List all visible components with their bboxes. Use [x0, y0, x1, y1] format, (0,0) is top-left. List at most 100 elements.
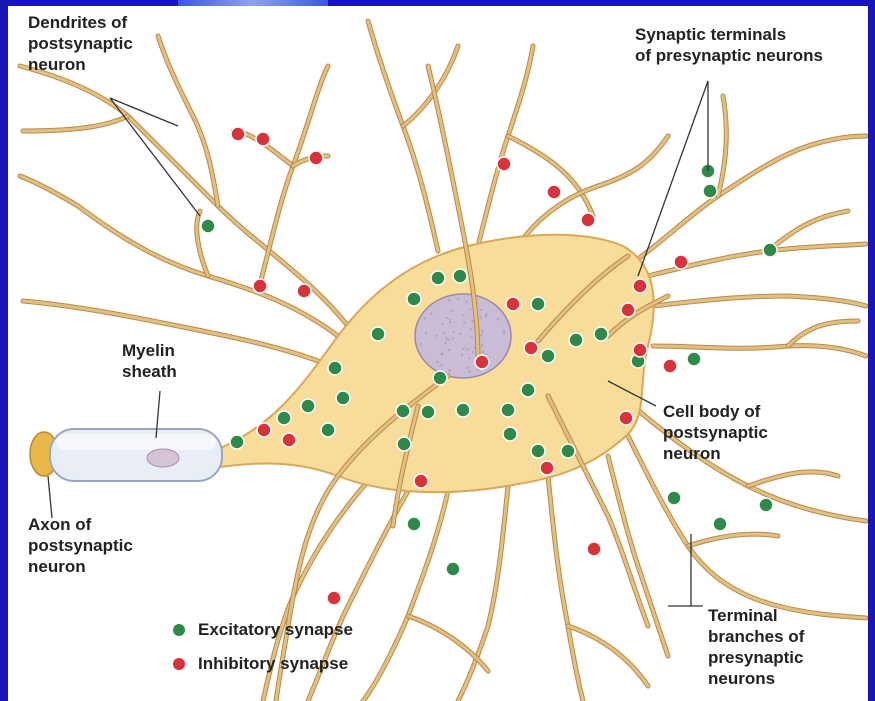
excitatory-synapse: [201, 219, 215, 233]
chromatin-speck: [479, 316, 481, 318]
excitatory-synapse: [561, 444, 575, 458]
chromatin-speck: [470, 336, 472, 338]
chromatin-speck: [466, 300, 468, 302]
excitatory-synapse: [531, 297, 545, 311]
chromatin-speck: [445, 317, 447, 319]
chromatin-speck: [457, 298, 459, 300]
chromatin-speck: [469, 308, 471, 310]
chromatin-speck: [503, 332, 505, 334]
inhibitory-synapse: [633, 343, 647, 357]
chromatin-speck: [459, 333, 461, 335]
diagram-panel: Dendrites of postsynaptic neuron Synapti…: [8, 6, 868, 701]
inhibitory-synapse: [253, 279, 267, 293]
excitatory-synapse: [594, 327, 608, 341]
dendrite-branch: [363, 491, 448, 701]
myelin-sheath-shape: [30, 429, 222, 481]
excitatory-dot-icon: [173, 624, 185, 636]
excitatory-synapse: [321, 423, 335, 437]
chromatin-speck: [471, 320, 473, 322]
legend-inhibitory-label: Inhibitory synapse: [198, 654, 348, 674]
dendrite-branch: [653, 296, 866, 306]
inhibitory-synapse: [497, 157, 511, 171]
chromatin-speck: [480, 309, 482, 311]
excitatory-synapse: [569, 333, 583, 347]
inhibitory-synapse: [297, 284, 311, 298]
dendrite-branch: [608, 456, 668, 656]
inhibitory-synapse: [506, 297, 520, 311]
chromatin-speck: [462, 348, 464, 350]
chromatin-speck: [463, 321, 465, 323]
excitatory-synapse: [336, 391, 350, 405]
dendrite-branch: [653, 346, 866, 356]
inhibitory-synapse: [540, 461, 554, 475]
excitatory-synapse: [371, 327, 385, 341]
chromatin-speck: [467, 366, 469, 368]
chromatin-speck: [466, 348, 468, 350]
inhibitory-synapse: [475, 355, 489, 369]
excitatory-synapse: [230, 435, 244, 449]
excitatory-synapse: [667, 491, 681, 505]
label-cell-body: Cell body of postsynaptic neuron: [663, 401, 768, 464]
chromatin-speck: [424, 317, 426, 319]
dendrite-branch: [368, 21, 438, 251]
excitatory-synapse: [453, 269, 467, 283]
inhibitory-synapse: [674, 255, 688, 269]
inhibitory-synapse: [581, 213, 595, 227]
excitatory-synapse: [541, 349, 555, 363]
chromatin-speck: [480, 334, 482, 336]
inhibitory-synapse: [327, 591, 341, 605]
chromatin-speck: [440, 364, 442, 366]
dendrite-branch: [20, 176, 338, 336]
chromatin-speck: [449, 318, 451, 320]
chromatin-speck: [448, 299, 450, 301]
inhibitory-synapse: [414, 474, 428, 488]
label-dendrites-postsynaptic: Dendrites of postsynaptic neuron: [28, 12, 133, 75]
excitatory-synapse: [407, 292, 421, 306]
excitatory-synapse: [421, 405, 435, 419]
label-synaptic-terminals: Synaptic terminals of presynaptic neuron…: [635, 24, 823, 66]
inhibitory-synapse: [282, 433, 296, 447]
excitatory-synapse: [446, 562, 460, 576]
inhibitory-synapse: [547, 185, 561, 199]
excitatory-synapse: [456, 403, 470, 417]
excitatory-synapse: [277, 411, 291, 425]
chromatin-speck: [497, 318, 499, 320]
legend-inhibitory: Inhibitory synapse: [173, 654, 348, 674]
inhibitory-synapse: [587, 542, 601, 556]
chromatin-speck: [440, 353, 442, 355]
excitatory-synapse: [713, 517, 727, 531]
dendrite-branch: [748, 472, 838, 486]
chromatin-speck: [462, 314, 464, 316]
dendrite-branch: [548, 476, 583, 701]
chromatin-speck: [472, 351, 474, 353]
chromatin-speck: [436, 335, 438, 337]
chromatin-speck: [447, 338, 449, 340]
excitatory-synapse: [407, 517, 421, 531]
inhibitory-synapse: [633, 279, 647, 293]
dendrite-branch: [688, 534, 778, 546]
dendrite-branch: [258, 66, 328, 291]
excitatory-synapse: [531, 444, 545, 458]
excitatory-synapse: [301, 399, 315, 413]
chromatin-speck: [470, 328, 472, 330]
chromatin-speck: [468, 357, 470, 359]
label-myelin-sheath: Myelin sheath: [122, 340, 177, 382]
excitatory-synapse: [431, 271, 445, 285]
chromatin-speck: [441, 323, 443, 325]
legend-excitatory: Excitatory synapse: [173, 620, 353, 640]
chromatin-speck: [469, 370, 471, 372]
chromatin-speck: [452, 337, 454, 339]
excitatory-synapse: [687, 352, 701, 366]
excitatory-synapse: [703, 184, 717, 198]
chromatin-speck: [425, 332, 427, 334]
excitatory-synapse: [396, 404, 410, 418]
inhibitory-synapse: [663, 359, 677, 373]
nucleus: [415, 294, 511, 378]
chromatin-speck: [445, 342, 447, 344]
excitatory-synapse: [433, 371, 447, 385]
dendrite-branch: [508, 136, 593, 216]
dendrite-branch: [23, 116, 128, 131]
inhibitory-dot-icon: [173, 658, 185, 670]
chromatin-speck: [430, 312, 432, 314]
excitatory-synapse: [503, 427, 517, 441]
